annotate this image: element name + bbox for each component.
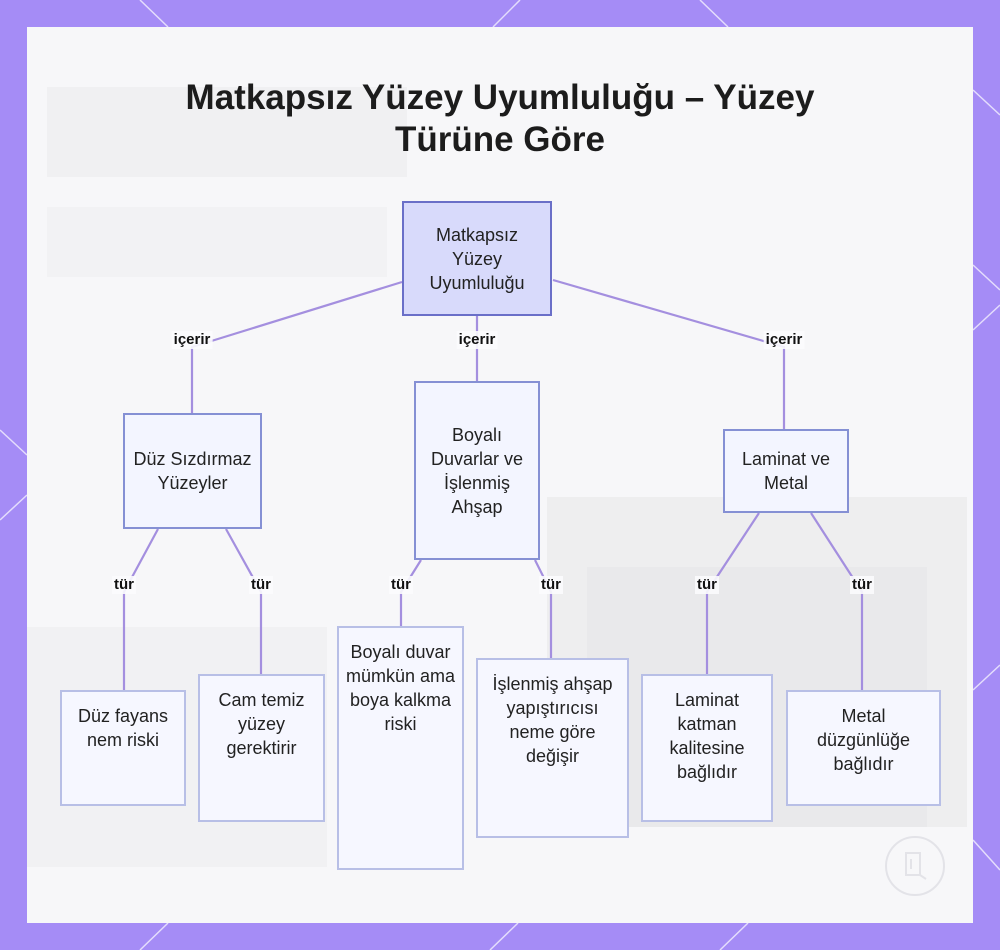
node-tile: Düz fayans nem riski bbox=[60, 690, 186, 806]
edge-root-smooth bbox=[190, 280, 403, 413]
edge-label-type-metal: tür bbox=[850, 576, 874, 594]
node-laminate-metal: Laminat ve Metal bbox=[723, 429, 849, 513]
edge-label-type-paintwall: tür bbox=[389, 576, 413, 594]
edge-laminate-metal bbox=[810, 512, 864, 690]
node-glass: Cam temiz yüzey gerektirir bbox=[198, 674, 325, 822]
node-treated-wood: İşlenmiş ahşap yapıştırıcısı neme göre d… bbox=[476, 658, 629, 838]
diagram-title: Matkapsız Yüzey Uyumluluğu – Yüzey Türün… bbox=[27, 77, 973, 161]
node-treated-wood-label: İşlenmiş ahşap yapıştırıcısı neme göre d… bbox=[492, 674, 613, 766]
edge-label-type-glass: tür bbox=[249, 576, 273, 594]
edge-label-type-tile: tür bbox=[112, 576, 136, 594]
edge-root-laminate bbox=[552, 278, 786, 429]
node-smooth-surfaces: Düz Sızdırmaz Yüzeyler bbox=[123, 413, 262, 529]
watermark-icon bbox=[885, 836, 945, 896]
node-root: Matkapsız Yüzey Uyumluluğu bbox=[402, 201, 552, 316]
node-painted-wall-label: Boyalı duvar mümkün ama boya kalkma risk… bbox=[345, 642, 456, 734]
title-line-2: Türüne Göre bbox=[394, 120, 606, 159]
node-root-label: Matkapsız Yüzey Uyumluluğu bbox=[429, 224, 525, 293]
node-laminate-label: Laminat katman kalitesine bağlıdır bbox=[669, 690, 745, 782]
node-painted-walls-label: Boyalı Duvarlar ve İşlenmiş Ahşap bbox=[430, 424, 524, 517]
node-painted-wall: Boyalı duvar mümkün ama boya kalkma risk… bbox=[337, 626, 464, 870]
edge-smooth-tile bbox=[122, 528, 159, 690]
edge-painted-wood bbox=[534, 559, 553, 658]
node-painted-walls: Boyalı Duvarlar ve İşlenmiş Ahşap bbox=[414, 381, 540, 560]
node-laminate-metal-label: Laminat ve Metal bbox=[741, 449, 831, 493]
node-metal-label: Metal düzgünlüğe bağlıdır bbox=[816, 706, 911, 774]
node-tile-label: Düz fayans nem riski bbox=[77, 706, 169, 750]
title-line-1: Matkapsız Yüzey Uyumluluğu – Yüzey bbox=[185, 78, 815, 117]
node-smooth-surfaces-label: Düz Sızdırmaz Yüzeyler bbox=[133, 449, 252, 493]
edge-smooth-glass bbox=[225, 528, 263, 674]
diagram-card: Matkapsız Yüzey Uyumluluğu – Yüzey Türün… bbox=[27, 27, 973, 923]
edge-label-type-laminateleaf: tür bbox=[695, 576, 719, 594]
edge-label-contains-left: içerir bbox=[171, 331, 213, 349]
edge-label-type-wood: tür bbox=[539, 576, 563, 594]
edge-label-contains-center: içerir bbox=[456, 331, 498, 349]
edge-label-contains-right: içerir bbox=[763, 331, 805, 349]
node-glass-label: Cam temiz yüzey gerektirir bbox=[218, 690, 305, 758]
node-metal: Metal düzgünlüğe bağlıdır bbox=[786, 690, 941, 806]
node-laminate: Laminat katman kalitesine bağlıdır bbox=[641, 674, 773, 822]
